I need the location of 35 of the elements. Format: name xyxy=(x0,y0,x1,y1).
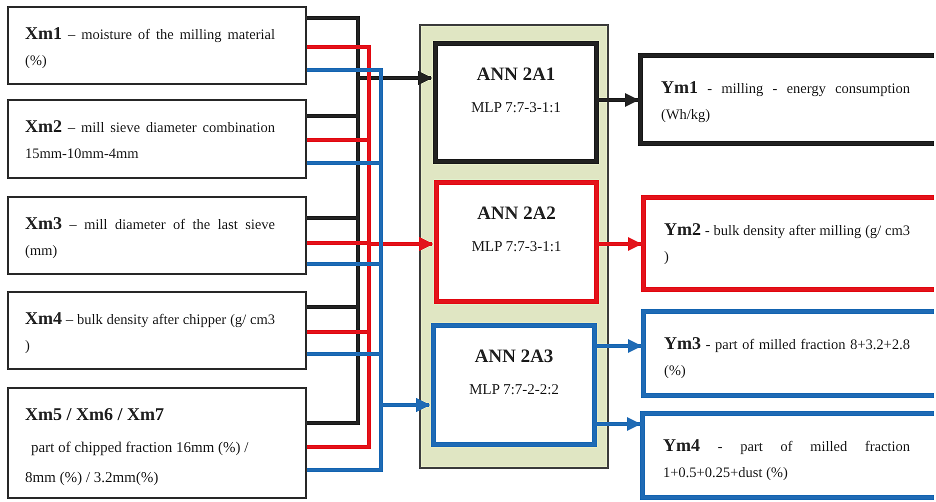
input-variable-label: Xm5 / Xm6 / Xm7 xyxy=(25,403,166,426)
output-box xyxy=(640,411,934,500)
network-box xyxy=(431,323,597,447)
network-title: ANN 2A3 xyxy=(474,346,554,368)
input-box xyxy=(7,196,307,275)
input-box xyxy=(7,387,307,499)
network-architecture: MLP 7:7-3-1:1 xyxy=(472,239,562,256)
network-architecture: MLP 7:7-3-1:1 xyxy=(471,100,561,117)
output-box xyxy=(638,53,934,146)
network-box xyxy=(434,180,599,304)
arrow xyxy=(595,417,641,431)
output-box xyxy=(641,195,934,292)
network-architecture: MLP 7:7-2-2:2 xyxy=(469,382,559,399)
output-variable-label: Ym4 - part of milled fraction 1+0.5+0.25+dust (%) xyxy=(663,434,910,483)
arrow xyxy=(307,398,430,472)
arrow xyxy=(595,339,642,353)
output-variable-label: Ym2 - bulk density after milling (g/ cm3 ) xyxy=(664,218,910,267)
arrow xyxy=(597,93,639,107)
network-title: ANN 2A2 xyxy=(477,203,556,225)
input-variable-label: Xm1 – moisture of the milling material (%) xyxy=(25,22,275,71)
input-box xyxy=(7,6,307,85)
input-variable-label: Xm3 – mill diameter of the last sieve (mm) xyxy=(25,212,275,261)
input-box xyxy=(7,291,307,370)
arrow xyxy=(307,237,433,449)
input-box xyxy=(7,99,307,179)
input-variable-description: part of chipped fraction 16mm (%) / 8mm (%) / 3.2mm(%) xyxy=(25,439,250,488)
output-variable-label: Ym3 - part of milled fraction 8+3.2+2.8 (%) xyxy=(664,332,910,381)
model-panel xyxy=(419,24,609,469)
network-title: ANN 2A1 xyxy=(476,64,556,86)
input-variable-label: Xm4 – bulk density after chipper (g/ cm3 ) xyxy=(25,307,275,356)
output-variable-label: Ym1 - milling - energy consumption (Wh/kg) xyxy=(661,76,910,125)
arrow xyxy=(597,237,642,251)
network-box xyxy=(433,41,599,164)
input-variable-label: Xm2 – mill sieve diameter combination 15mm-10mm-4mm xyxy=(25,115,275,164)
output-box xyxy=(641,309,934,398)
